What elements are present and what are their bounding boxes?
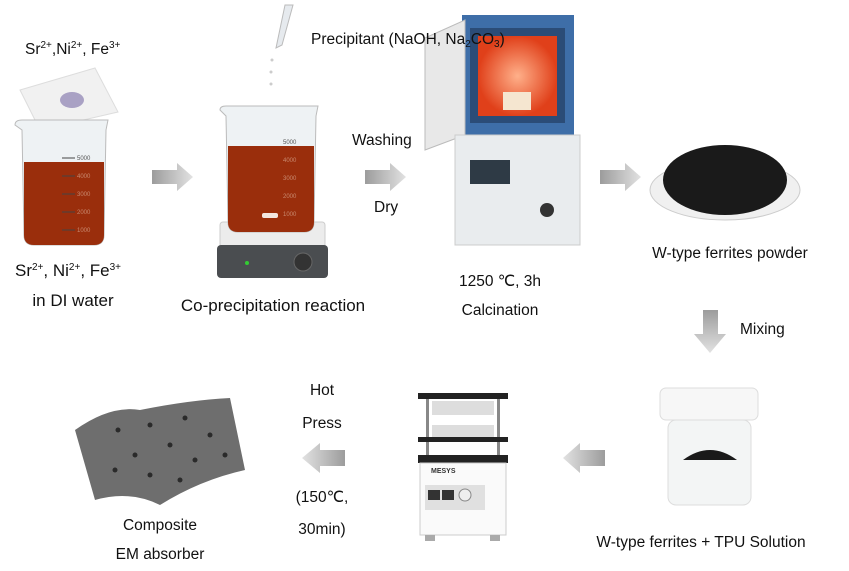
mixing-label: Mixing <box>740 321 785 338</box>
dry-label: Dry <box>374 199 399 216</box>
precipitant-label: Precipitant (NaOH, Na2CO3) <box>311 31 505 50</box>
muffle-furnace <box>424 15 581 246</box>
beaker-1-graduation: 3000 <box>77 192 91 198</box>
pipette <box>269 4 294 86</box>
arrow-down <box>694 310 726 353</box>
beaker-2-graduation: 1000 <box>283 212 297 218</box>
hot-press-machine <box>418 393 508 541</box>
di-water-label: in DI water <box>32 291 114 310</box>
beaker-2-graduation: 4000 <box>283 158 297 164</box>
ferrite-tpu-label: W-type ferrites + TPU Solution <box>596 534 806 551</box>
press-duration: 30min) <box>298 521 346 538</box>
weighing-paper <box>19 67 119 131</box>
arrow-left-1 <box>563 443 605 473</box>
em-absorber-label: EM absorber <box>115 546 205 563</box>
beaker-2-graduation: 2000 <box>283 194 297 200</box>
calcination-label: Calcination <box>461 302 539 319</box>
tpu-jar <box>659 387 759 506</box>
beaker-1-graduation: 5000 <box>77 156 91 162</box>
press-brand-logo: MESYS <box>431 468 456 475</box>
press-temperature: (150℃, <box>295 489 349 506</box>
precursor-ions-label: Sr2+,Ni2+, Fe3+ <box>25 40 121 58</box>
composite-sheet <box>75 398 245 505</box>
hot-label: Hot <box>309 382 335 399</box>
calcination-conditions: 1250 ℃, 3h <box>458 273 542 290</box>
beaker-1 <box>14 119 109 246</box>
beaker-1-graduation: 1000 <box>77 228 91 234</box>
press-label: Press <box>302 415 342 432</box>
composite-label: Composite <box>122 517 198 534</box>
beaker-2-graduation: 5000 <box>283 140 297 146</box>
powder-label: W-type ferrites powder <box>652 245 808 262</box>
beaker-2-graduation: 3000 <box>283 176 297 182</box>
beaker-1-graduation: 2000 <box>77 210 91 216</box>
coprecipitation-label: Co-precipitation reaction <box>180 296 366 315</box>
beaker-2 <box>219 105 319 233</box>
arrow-right-3 <box>600 163 641 191</box>
washing-label: Washing <box>352 132 412 149</box>
beaker-1-graduation: 4000 <box>77 174 91 180</box>
ferrite-powder-dish <box>649 145 801 221</box>
solution-ions-label: Sr2+, Ni2+, Fe3+ <box>15 261 122 280</box>
arrow-right-2 <box>365 163 406 191</box>
arrow-left-2 <box>302 443 345 473</box>
arrow-right-1 <box>152 163 193 191</box>
